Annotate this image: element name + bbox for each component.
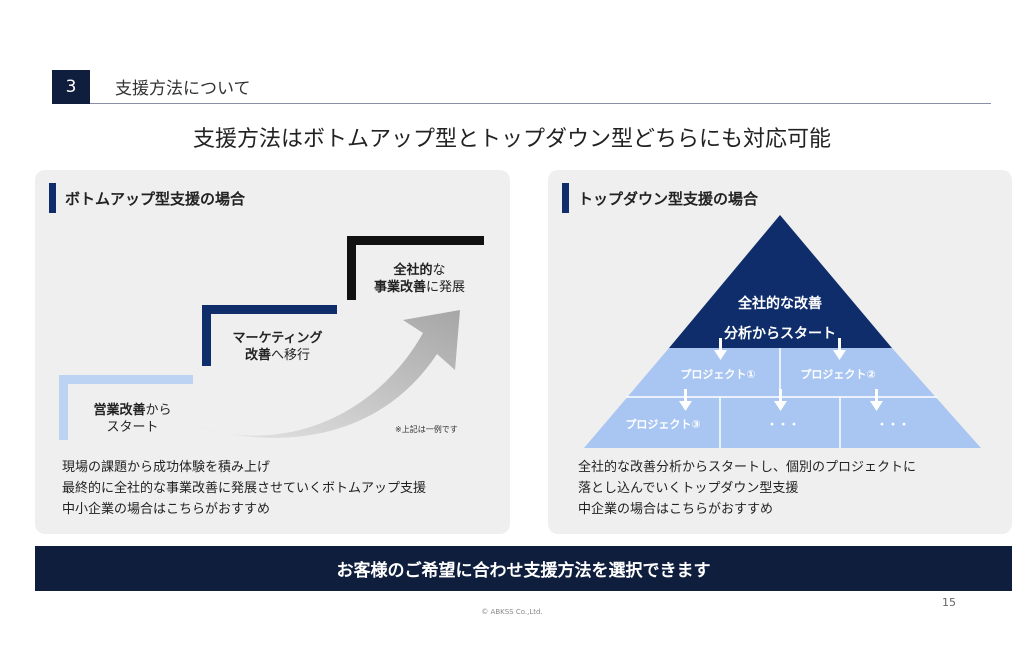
section-title: 支援方法について (115, 79, 251, 99)
step3-label: 全社的な 事業改善に発展 (373, 263, 466, 295)
pyramid-base (584, 348, 981, 448)
bottom-up-heading-text: ボトムアップ型支援の場合 (65, 189, 246, 208)
page-title: 支援方法はボトムアップ型とトップダウン型どちらにも対応可能 (192, 127, 831, 152)
arrow-down-icon (774, 389, 787, 411)
step3-bracket (347, 236, 484, 300)
conclusion-banner: お客様のご希望に合わせ支援方法を選択できます (35, 546, 1012, 591)
copyright: © ABKSS Co.,Ltd. (481, 608, 543, 616)
project-1-label: プロジェクト① (680, 368, 756, 381)
top-down-heading: トップダウン型支援の場合 (562, 183, 758, 213)
project-3-label: プロジェクト③ (625, 418, 701, 431)
step2-bracket (202, 305, 337, 366)
staircase-diagram (59, 236, 484, 440)
top-down-heading-text: トップダウン型支援の場合 (578, 189, 759, 208)
page-number: 15 (942, 596, 956, 609)
step1-bracket (59, 375, 193, 440)
growth-arrow (193, 310, 460, 438)
step2-label: マーケティング 改善へ移行 (232, 331, 323, 363)
project-more-label: ・・・ (876, 418, 910, 431)
bottom-up-description: 現場の課題から成功体験を積み上げ 最終的に全社的な事業改善に発展させていくボトム… (62, 460, 427, 517)
pyramid-top (669, 215, 892, 348)
bottom-up-panel: ボトムアップ型支援の場合 営業改善から スタート マーケティング 改善へ移行 全… (35, 170, 510, 534)
project-2-label: プロジェクト② (800, 368, 876, 381)
example-note: ※上記は一例です (395, 425, 458, 434)
header-divider (90, 103, 991, 104)
arrow-down-icon (679, 389, 692, 411)
pyramid-diagram (584, 215, 981, 448)
heading-accent-bar (49, 183, 56, 213)
project-more-label: ・・・ (766, 418, 800, 431)
step1-label: 営業改善から スタート (93, 403, 172, 435)
top-down-description: 全社的な改善分析からスタートし、個別のプロジェクトに 落とし込んでいくトップダウ… (578, 460, 917, 517)
arrow-down-icon (714, 338, 727, 360)
section-number: 3 (52, 70, 90, 104)
heading-accent-bar (562, 183, 569, 213)
top-down-panel: トップダウン型支援の場合 全社的な改善 分析からスタート プロジェクト① (548, 170, 1012, 534)
arrow-down-icon (870, 389, 883, 411)
bottom-up-heading: ボトムアップ型支援の場合 (49, 183, 245, 213)
pyramid-top-label: 全社的な改善 分析からスタート (724, 296, 836, 342)
arrow-down-icon (833, 338, 846, 360)
